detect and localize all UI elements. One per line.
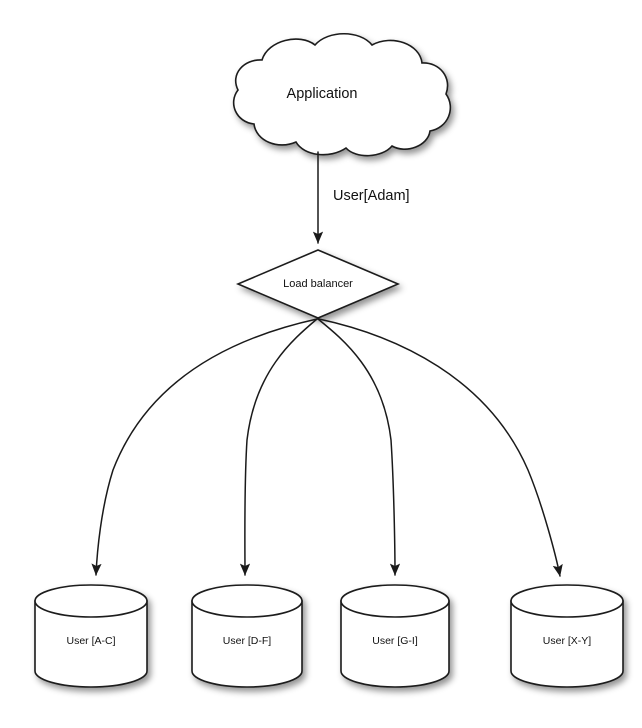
node-database-4[interactable]: User [X-Y]: [510, 584, 624, 688]
lb-to-db4-arrow: [318, 318, 563, 577]
lb-to-db2-arrow: [239, 318, 318, 576]
database-3-label: User [G-I]: [372, 635, 418, 647]
edge-lb-to-db-2: [239, 318, 318, 576]
edge-lb-to-db-1: [91, 318, 318, 576]
node-application[interactable]: Application: [232, 33, 452, 157]
load-balancer-label: Load balancer: [283, 278, 353, 290]
app-to-lb-label: User[Adam]: [333, 188, 410, 204]
node-database-3[interactable]: User [G-I]: [340, 584, 450, 688]
database-2-label: User [D-F]: [223, 635, 271, 647]
database-1-label: User [A-C]: [66, 635, 115, 647]
node-load-balancer[interactable]: Load balancer: [235, 249, 401, 319]
node-database-2[interactable]: User [D-F]: [191, 584, 303, 688]
lb-to-db1-arrow: [91, 318, 318, 576]
lb-to-db3-arrow: [317, 318, 401, 576]
database-4-label: User [X-Y]: [543, 635, 592, 647]
edge-app-to-loadbalancer: User[Adam]: [312, 151, 410, 244]
application-label: Application: [287, 86, 358, 102]
edge-lb-to-db-3: [317, 318, 401, 576]
node-database-1[interactable]: User [A-C]: [34, 584, 148, 688]
edge-lb-to-db-4: [318, 318, 563, 577]
